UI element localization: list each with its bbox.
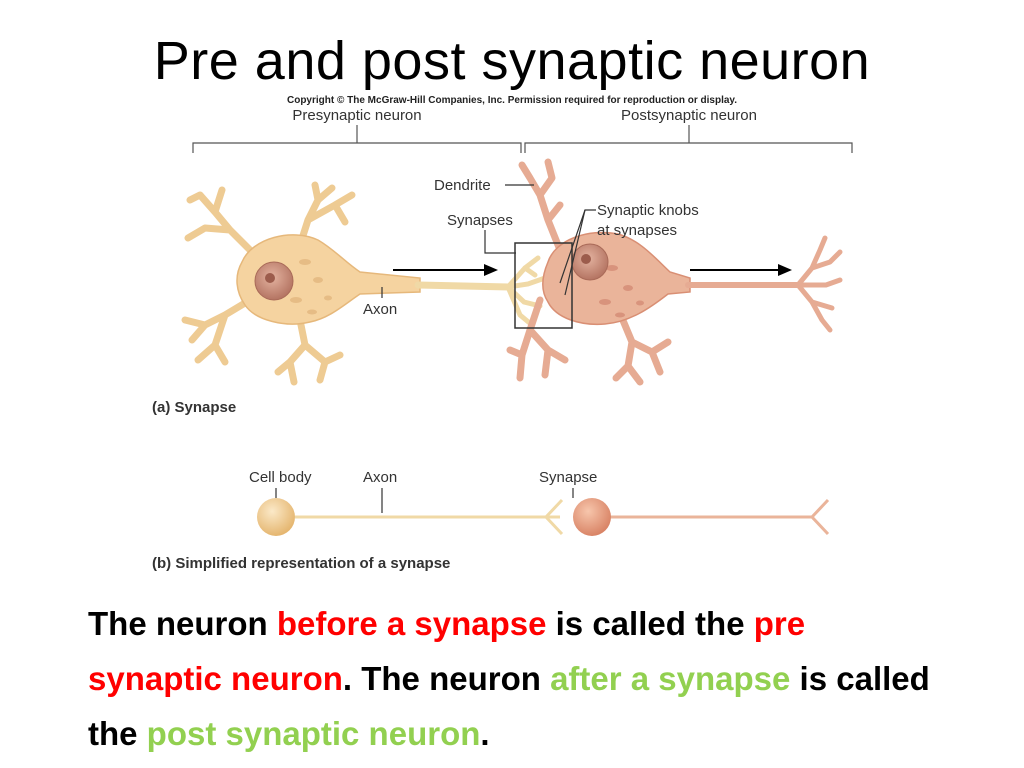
presynaptic-nucleolus [265, 273, 275, 283]
part-b-caption: (b) Simplified representation of a synap… [152, 555, 450, 572]
caption-text-5: . [480, 715, 490, 752]
signal-direction-arrow-2 [690, 264, 792, 276]
presynaptic-cell-body-ball [257, 498, 295, 536]
postsynaptic-nucleolus [581, 254, 591, 264]
synaptic-knobs-leader-line-2 [564, 209, 586, 296]
presynaptic-terminal-fork [543, 498, 564, 536]
caption-post-synaptic-neuron: post synaptic neuron [146, 715, 481, 752]
postsynaptic-terminal-fork [809, 498, 830, 536]
caption-text-2: is called the [546, 605, 754, 642]
synaptic-knobs-label-line1: Synaptic knobs [597, 202, 699, 219]
explanation-text: The neuron before a synapse is called th… [88, 596, 948, 761]
synapse-figure: Copyright © The McGraw-Hill Companies, I… [152, 95, 853, 572]
postsynaptic-cell-body [542, 231, 691, 326]
caption-before-synapse: before a synapse [276, 605, 547, 642]
synapses-leader-line [484, 230, 516, 254]
presynaptic-neuron-label: Presynaptic neuron [292, 107, 421, 124]
axon-label-b: Axon [363, 469, 397, 486]
postsynaptic-organelles [599, 265, 644, 318]
presynaptic-axon-terminals [505, 255, 548, 328]
postsynaptic-neuron-label: Postsynaptic neuron [621, 107, 757, 124]
caption-text-3: . The neuron [342, 660, 551, 697]
slide-title: Pre and post synaptic neuron [153, 31, 871, 91]
copyright-notice: Copyright © The McGraw-Hill Companies, I… [287, 95, 737, 106]
caption-pre-synaptic-neuron: pre synaptic neuron [88, 605, 806, 697]
presynaptic-axon [414, 281, 514, 291]
caption-text-1: The neuron [88, 605, 277, 642]
dendrite-label: Dendrite [434, 177, 491, 194]
presynaptic-dendrites [181, 181, 356, 386]
caption-text-4: is called the [88, 660, 930, 752]
axon-label-a: Axon [363, 301, 397, 318]
presynaptic-cell-body [236, 234, 421, 325]
caption-after-synapse: after a synapse [550, 660, 791, 697]
part-a-caption: (a) Synapse [152, 399, 236, 416]
postsynaptic-cell-body-ball [573, 498, 611, 536]
synapse-label-b: Synapse [539, 469, 597, 486]
presynaptic-neuron [181, 181, 548, 386]
postsynaptic-axon-terminals [795, 235, 843, 333]
synapse-region-box [514, 242, 573, 329]
synapses-label: Synapses [447, 212, 513, 229]
presynaptic-organelles [290, 259, 332, 315]
postsynaptic-dendrites [506, 158, 672, 386]
postsynaptic-bracket [524, 125, 853, 153]
cell-body-label: Cell body [249, 469, 312, 486]
presynaptic-bracket [192, 125, 522, 153]
simplified-diagram: Cell body Axon Synapse (b) Simplified re… [152, 469, 830, 572]
postsynaptic-neuron [506, 158, 843, 386]
synaptic-knobs-label-line2: at synapses [597, 222, 677, 239]
signal-direction-arrow-1 [393, 264, 498, 276]
